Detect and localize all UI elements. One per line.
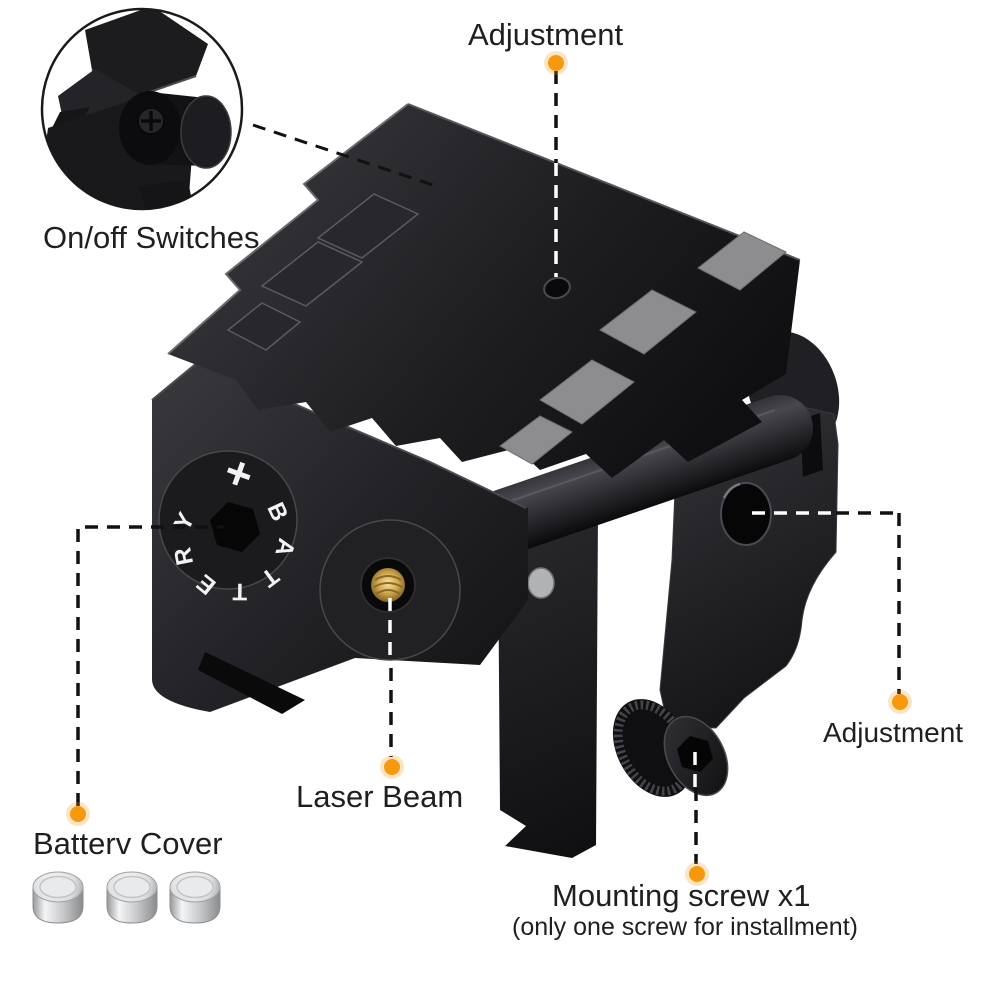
dot-adjustment-top xyxy=(544,51,568,75)
elevation-adjustment-hole xyxy=(543,276,571,300)
callout-dots xyxy=(66,51,912,886)
leader-lines xyxy=(76,71,901,864)
rail-blocks xyxy=(226,193,420,351)
label-battery-cover: Batterv Cover xyxy=(33,826,223,861)
label-adjustment-side: Adjustment xyxy=(823,717,964,748)
button-cell-batteries xyxy=(32,871,221,924)
dovetail-groove xyxy=(198,652,305,714)
rail-slot-facets xyxy=(499,231,787,465)
battery-cover-dial: BATTERY + xyxy=(158,444,298,605)
dot-battery-cover xyxy=(66,802,90,826)
laser-lens-thread xyxy=(371,568,405,602)
leader-zoom-circle xyxy=(252,123,437,188)
leader-adjustment-side xyxy=(836,511,901,694)
laser-aperture xyxy=(319,519,461,661)
label-mounting-screw-note: (only one screw for installment) xyxy=(512,913,858,941)
switch-screw xyxy=(137,107,165,135)
leader-battery-cover xyxy=(76,525,224,806)
windage-adjustment-hole xyxy=(720,482,772,546)
dot-mounting-screw xyxy=(685,862,709,886)
switch-button xyxy=(119,91,232,169)
zoom-detail-circle xyxy=(40,7,244,211)
laser-sight-device: BATTERY + xyxy=(151,103,840,858)
label-on-off-switches: On/off Switches xyxy=(43,220,260,255)
dot-adjustment-side xyxy=(888,690,912,714)
hinge-pin xyxy=(527,567,555,599)
button-cell-icon xyxy=(169,871,221,924)
button-cell-icon xyxy=(106,871,158,924)
label-laser-beam: Laser Beam xyxy=(296,779,464,814)
dot-laser-beam xyxy=(380,755,404,779)
mounting-screw xyxy=(612,699,729,797)
label-adjustment-top: Adjustment xyxy=(468,17,624,52)
label-mounting-screw: Mounting screw x1 xyxy=(552,878,811,913)
battery-dial-hex-socket xyxy=(210,502,260,552)
button-cell-icon xyxy=(32,871,84,924)
picatinny-rail xyxy=(167,103,801,478)
